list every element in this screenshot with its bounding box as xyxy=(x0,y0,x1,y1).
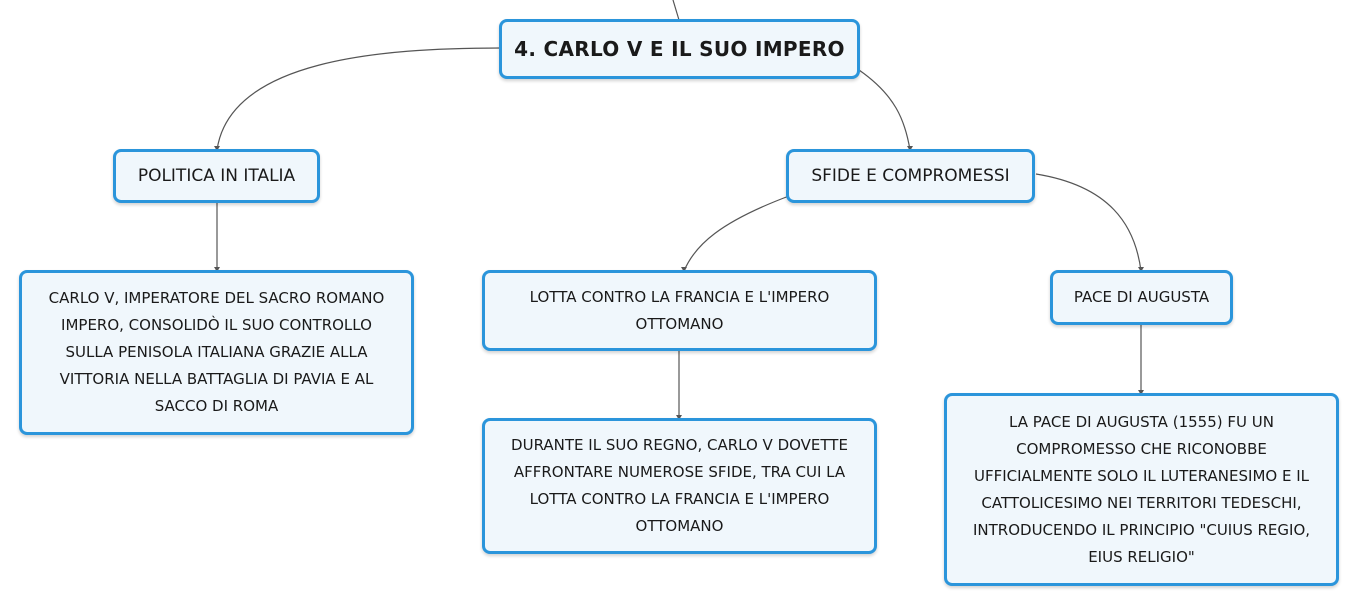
connector-root-to-sfide xyxy=(858,69,911,151)
arrowhead-pace xyxy=(1138,267,1144,272)
connector-sfide-to-pace xyxy=(1035,173,1142,272)
arrowhead-sfide xyxy=(907,146,913,151)
detail-lotta-contro-francia[interactable]: DURANTE IL SUO REGNO, CARLO V DOVETTE AF… xyxy=(482,418,877,554)
subtopic-lotta-label: LOTTA CONTRO LA FRANCIA E L'IMPERO OTTOM… xyxy=(529,287,830,333)
subtopic-pace-di-augusta[interactable]: PACE DI AUGUSTA xyxy=(1050,270,1233,325)
topic-politica-in-italia[interactable]: POLITICA IN ITALIA xyxy=(113,149,320,203)
root-node[interactable]: 4. CARLO V E IL SUO IMPERO xyxy=(499,19,860,79)
topic-sfide-label: SFIDE E COMPROMESSI xyxy=(811,166,1010,186)
subtopic-lotta-contro-francia[interactable]: LOTTA CONTRO LA FRANCIA E L'IMPERO OTTOM… xyxy=(482,270,877,351)
arrowhead-politica-detail xyxy=(214,267,220,272)
detail-politica-in-italia[interactable]: CARLO V, IMPERATORE DEL SACRO ROMANO IMP… xyxy=(19,270,414,435)
root-node-label: 4. CARLO V E IL SUO IMPERO xyxy=(514,37,845,61)
detail-pace-text: LA PACE DI AUGUSTA (1555) FU UN COMPROME… xyxy=(972,412,1311,566)
detail-lotta-text: DURANTE IL SUO REGNO, CARLO V DOVETTE AF… xyxy=(511,436,848,535)
arrowhead-lotta xyxy=(681,267,687,272)
arrowhead-pace-detail xyxy=(1138,390,1144,395)
connector-sfide-to-lotta xyxy=(683,195,790,272)
detail-politica-text: CARLO V, IMPERATORE DEL SACRO ROMANO IMP… xyxy=(48,289,385,415)
topic-sfide-e-compromessi[interactable]: SFIDE E COMPROMESSI xyxy=(786,149,1035,203)
connector-parent-to-root xyxy=(672,0,680,21)
detail-pace-di-augusta[interactable]: LA PACE DI AUGUSTA (1555) FU UN COMPROME… xyxy=(944,393,1339,586)
arrowhead-politica xyxy=(214,146,220,151)
arrowhead-lotta-detail xyxy=(676,415,682,420)
connector-root-to-politica xyxy=(216,47,502,151)
topic-politica-label: POLITICA IN ITALIA xyxy=(137,166,296,186)
subtopic-pace-label: PACE DI AUGUSTA xyxy=(1073,288,1210,306)
